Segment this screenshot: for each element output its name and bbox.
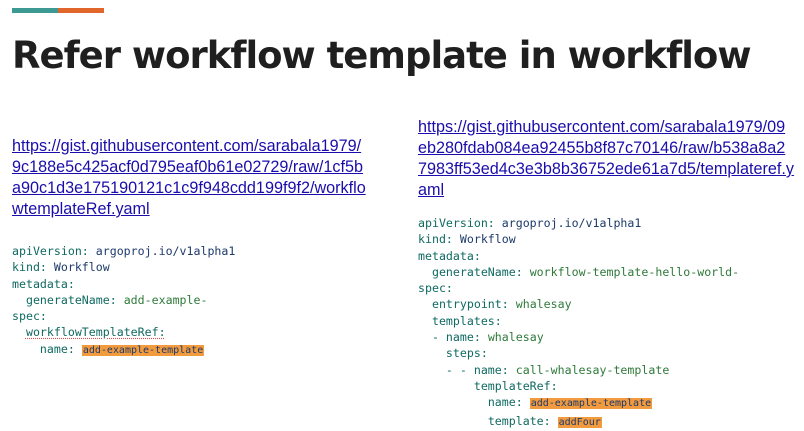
yaml-key: template:: [487, 413, 551, 428]
yaml-value: whalesay: [515, 297, 572, 312]
highlighted-template-entry: addFour: [557, 416, 602, 428]
left-yaml-code: apiVersion: argoproj.io/v1alpha1 kind: W…: [12, 243, 235, 359]
yaml-key: kind:: [418, 232, 453, 247]
yaml-key: kind:: [12, 260, 47, 275]
right-gist-link[interactable]: https://gist.githubusercontent.com/sarab…: [418, 118, 794, 199]
yaml-key: workflowTemplateRef:: [25, 325, 166, 340]
accent-bar: [12, 8, 104, 13]
yaml-value: Workflow: [53, 260, 110, 275]
yaml-key: entrypoint:: [431, 297, 509, 312]
yaml-key: - - name:: [445, 362, 509, 377]
yaml-key: spec:: [12, 309, 47, 324]
yaml-key: metadata:: [12, 276, 75, 291]
yaml-key: spec:: [418, 281, 453, 296]
accent-bar-orange: [58, 8, 104, 13]
yaml-value: Workflow: [459, 232, 516, 247]
yaml-value: argoproj.io/v1alpha1: [501, 216, 642, 230]
yaml-value: argoproj.io/v1alpha1: [95, 244, 236, 258]
yaml-key: apiVersion:: [418, 216, 495, 230]
highlighted-template-name: add-example-template: [529, 398, 653, 410]
highlighted-template-name: add-example-template: [81, 344, 205, 356]
yaml-key: generateName:: [25, 292, 117, 307]
yaml-value: add-example-: [123, 292, 208, 307]
yaml-key: templateRef:: [473, 378, 558, 393]
yaml-key: apiVersion:: [12, 244, 89, 258]
yaml-value: workflow-template-hello-world-: [529, 264, 740, 279]
yaml-key: - name:: [431, 330, 481, 345]
right-yaml-code: apiVersion: argoproj.io/v1alpha1 kind: W…: [418, 215, 739, 431]
accent-bar-teal: [12, 8, 58, 13]
yaml-key: steps:: [445, 346, 488, 361]
yaml-key: templates:: [431, 313, 502, 328]
yaml-value: call-whalesay-template: [515, 362, 670, 377]
yaml-key: metadata:: [418, 248, 481, 263]
slide-title: Refer workflow template in workflow: [12, 34, 751, 77]
yaml-value: whalesay: [487, 330, 544, 345]
yaml-key: generateName:: [431, 264, 523, 279]
yaml-key: name:: [487, 395, 523, 410]
yaml-key: name:: [39, 341, 75, 356]
left-gist-link[interactable]: https://gist.githubusercontent.com/sarab…: [12, 137, 366, 218]
